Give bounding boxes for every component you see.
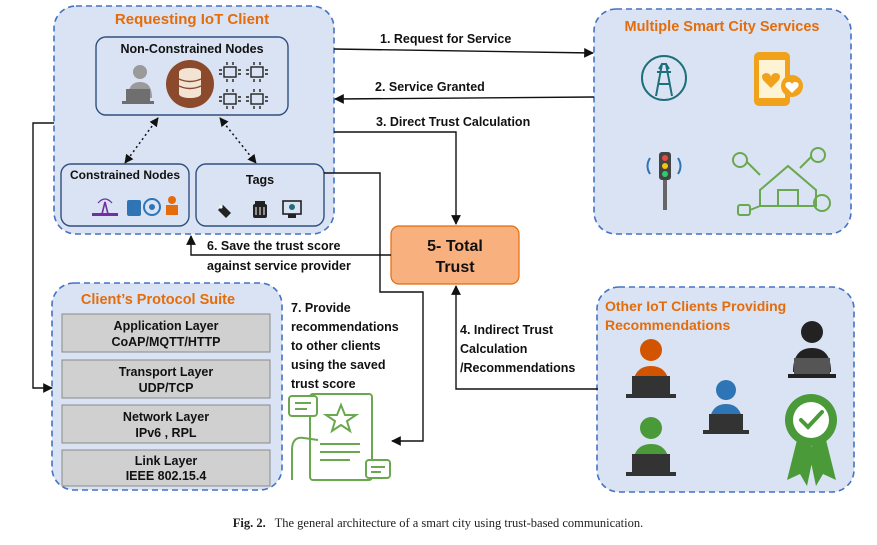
dotted-link-constrained [124,117,159,164]
label-request-for-service: 1. Request for Service [380,32,511,46]
svg-text:Link Layer: Link Layer [135,454,198,468]
constrained-nodes-box [60,163,190,227]
person-blue-icon [703,380,749,434]
label-recommend-5: trust score [291,377,356,391]
label-recommend-3: to other clients [291,339,381,353]
total-trust-line1: 5- Total [427,238,483,255]
label-direct-trust: 3. Direct Trust Calculation [376,115,530,129]
label-indirect-trust-3: /Recommendations [460,361,575,375]
protocol-layer-network: Network Layer IPv6 , RPL [61,404,271,444]
arrow-service-granted [334,94,595,104]
other-clients-title-line1: Other IoT Clients Providing [605,298,786,314]
tag-icons [218,200,302,218]
chip-icons [219,62,268,109]
recommendation-document-icon [288,393,391,481]
protocol-layer-link: Link Layer IEEE 802.15.4 [61,449,271,487]
label-indirect-trust-1: 4. Indirect Trust [460,323,554,337]
smart-home-icon [732,147,831,216]
constrained-nodes-label: Constrained Nodes [70,168,180,182]
arrow-client-protocol-link [32,122,54,393]
label-save-trust-2: against service provider [207,259,351,273]
sensor-icons [92,196,178,216]
label-recommend-1: 7. Provide [291,301,351,315]
svg-text:Application Layer: Application Layer [114,319,219,333]
label-indirect-trust-2: Calculation [460,342,527,356]
arrow-direct-trust [334,131,461,225]
label-save-trust-1: 6. Save the trust score [207,239,340,253]
health-phone-icon [754,52,803,106]
protocol-layer-application: Application Layer CoAP/MQTT/HTTP [61,313,271,353]
database-icon [166,60,214,108]
svg-text:IPv6 , RPL: IPv6 , RPL [135,426,196,440]
requesting-client-title: Requesting IoT Client [115,11,269,28]
svg-text:Transport Layer: Transport Layer [119,365,214,379]
protocol-suite-title: Client’s Protocol Suite [81,292,235,308]
traffic-light-icon [646,152,682,210]
person-black-icon [788,321,836,378]
arrow-request-for-service [333,47,594,58]
arrow-save-trust-score [186,235,391,256]
non-constrained-nodes-label: Non-Constrained Nodes [120,42,263,56]
arrow-indirect-trust [451,285,598,390]
tags-label: Tags [246,173,274,187]
smart-city-services-title: Multiple Smart City Services [624,19,819,35]
other-clients-title-line2: Recommendations [605,317,730,333]
svg-text:UDP/TCP: UDP/TCP [139,381,194,395]
figure-caption: Fig. 2. The general architecture of a sm… [233,516,644,530]
person-green-icon [626,417,676,476]
svg-text:Network Layer: Network Layer [123,410,209,424]
smart-city-services-panel [593,8,852,235]
arrow-provide-recommendations [324,172,424,446]
person-orange-icon [626,339,676,398]
label-service-granted: 2. Service Granted [375,80,485,94]
svg-text:IEEE 802.15.4: IEEE 802.15.4 [126,469,207,483]
power-tower-icon [641,55,687,101]
label-recommend-2: recommendations [291,320,399,334]
total-trust-line2: Trust [435,259,475,276]
label-recommend-4: using the saved [291,358,385,372]
certified-badge-icon [785,394,837,486]
protocol-layer-transport: Transport Layer UDP/TCP [61,359,271,399]
person-laptop-icon [122,65,154,104]
svg-text:CoAP/MQTT/HTTP: CoAP/MQTT/HTTP [111,335,220,349]
